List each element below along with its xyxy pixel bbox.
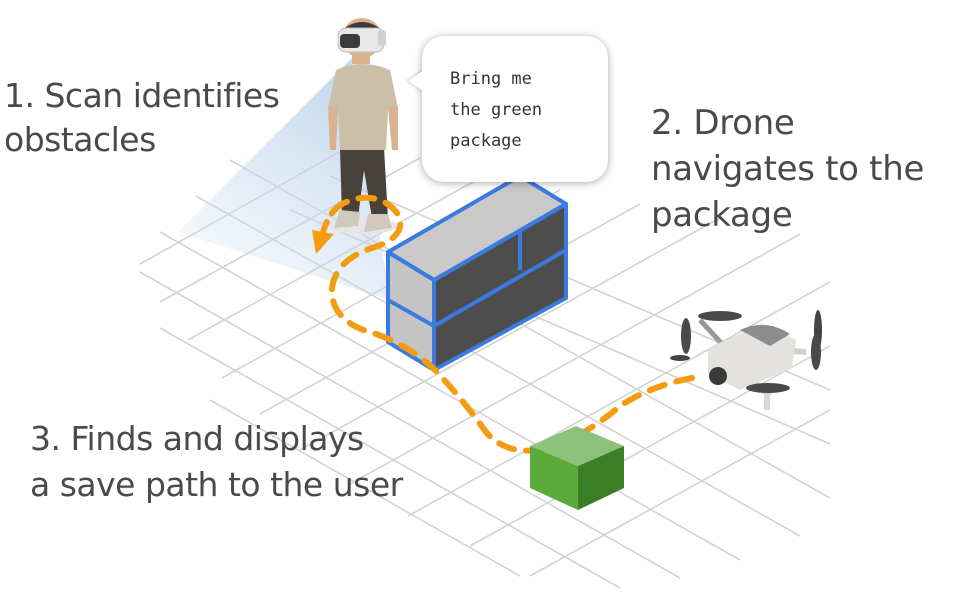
caption-line: obstacles [4, 120, 156, 159]
caption-line: package [651, 195, 793, 235]
caption-scan-step: 1. Scan identifies obstacles [4, 74, 280, 162]
caption-line: 1. Scan identifies [4, 76, 280, 115]
caption-line: navigates to the [651, 149, 925, 189]
caption-line: 3. Finds and displays [30, 419, 364, 458]
path-arrow-head [312, 230, 334, 254]
person-with-vr-headset [326, 18, 398, 234]
green-package [530, 426, 624, 510]
caption-line: 2. Drone [651, 103, 795, 143]
caption-line: a save path to the user [30, 465, 403, 504]
speech-line: Bring me [450, 69, 532, 89]
speech-bubble-tail [408, 70, 424, 92]
caption-drone-step: 2. Drone navigates to the package [651, 100, 924, 238]
speech-line: package [450, 131, 522, 151]
speech-bubble: Bring me the green package [408, 36, 608, 182]
shelf-obstacle [386, 174, 568, 372]
vr-headset-icon [337, 27, 386, 53]
drone-icon [670, 310, 822, 410]
caption-path-step: 3. Finds and displays a save path to the… [30, 416, 403, 508]
speech-line: the green [450, 100, 543, 120]
speech-bubble-text: Bring me the green package [450, 64, 542, 157]
